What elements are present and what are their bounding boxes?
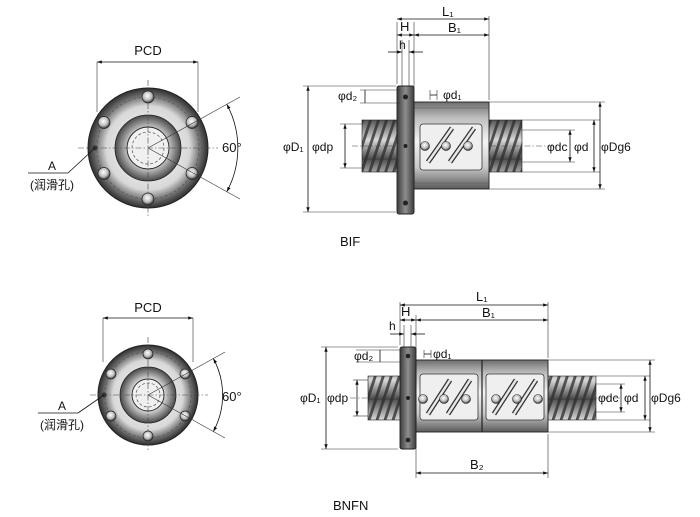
bnfn-ball-return-tubes bbox=[418, 378, 543, 416]
bif-angle-label: 60° bbox=[222, 140, 242, 155]
bnfn-lube-hole-note: (润滑孔) bbox=[40, 418, 84, 432]
bif-d2-label: φd₂ bbox=[338, 89, 357, 103]
bnfn-d1-label: φd₁ bbox=[433, 347, 452, 361]
bnfn-h-small-label: h bbox=[389, 319, 396, 333]
bif-pcd-label: PCD bbox=[134, 43, 161, 58]
bif-dc-label: φdc bbox=[547, 140, 567, 154]
bif-d1-label: φd₁ bbox=[443, 88, 462, 102]
bnfn-d-label: φd bbox=[624, 391, 638, 405]
bnfn-h-label: H bbox=[401, 304, 410, 319]
bnfn-lube-hole-letter: A bbox=[58, 399, 66, 413]
bnfn-Dg6-label: φDg6 bbox=[651, 391, 681, 405]
bif-front-view: PCD 60° A (润滑孔) bbox=[28, 43, 242, 216]
bif-lube-hole-letter: A bbox=[48, 159, 56, 173]
bif-side-view: L₁ H B₁ h φd₂ φd₁ φD₁ φdp φdc bbox=[283, 4, 631, 249]
bif-caption: BIF bbox=[340, 234, 360, 249]
bnfn-dp-label: φdp bbox=[327, 391, 348, 405]
bnfn-front-view: PCD 60° A (润滑孔) bbox=[38, 300, 242, 452]
bif-ball-return-tubes bbox=[420, 126, 477, 164]
bnfn-b2-label: B₂ bbox=[470, 457, 484, 472]
bnfn-d2-label: φd₂ bbox=[354, 349, 373, 363]
bnfn-pcd-label: PCD bbox=[134, 300, 161, 315]
bnfn-dc-label: φdc bbox=[598, 391, 618, 405]
bnfn-side-view: L₁ H B₁ h φd₂ φd₁ φD₁ φdp φdc bbox=[300, 289, 681, 513]
bnfn-l1-label: L₁ bbox=[476, 289, 488, 304]
bif-d-label: φd bbox=[574, 140, 588, 154]
bnfn-angle-label: 60° bbox=[222, 389, 242, 404]
bif-lube-hole-note: (润滑孔) bbox=[30, 178, 74, 192]
bif-b1-label: B₁ bbox=[448, 20, 462, 35]
bif-h-small-label: h bbox=[399, 38, 406, 52]
bnfn-caption: BNFN bbox=[333, 498, 368, 513]
bif-l1-label: L₁ bbox=[442, 4, 454, 19]
bif-dp-label: φdp bbox=[312, 140, 333, 154]
bnfn-b1-label: B₁ bbox=[482, 305, 496, 320]
bnfn-D1-label: φD₁ bbox=[300, 391, 321, 405]
bif-D1-label: φD₁ bbox=[283, 140, 304, 154]
bnfn-bolt-holes bbox=[101, 348, 191, 442]
bif-Dg6-label: φDg6 bbox=[601, 140, 631, 154]
bif-h-label: H bbox=[400, 19, 409, 34]
